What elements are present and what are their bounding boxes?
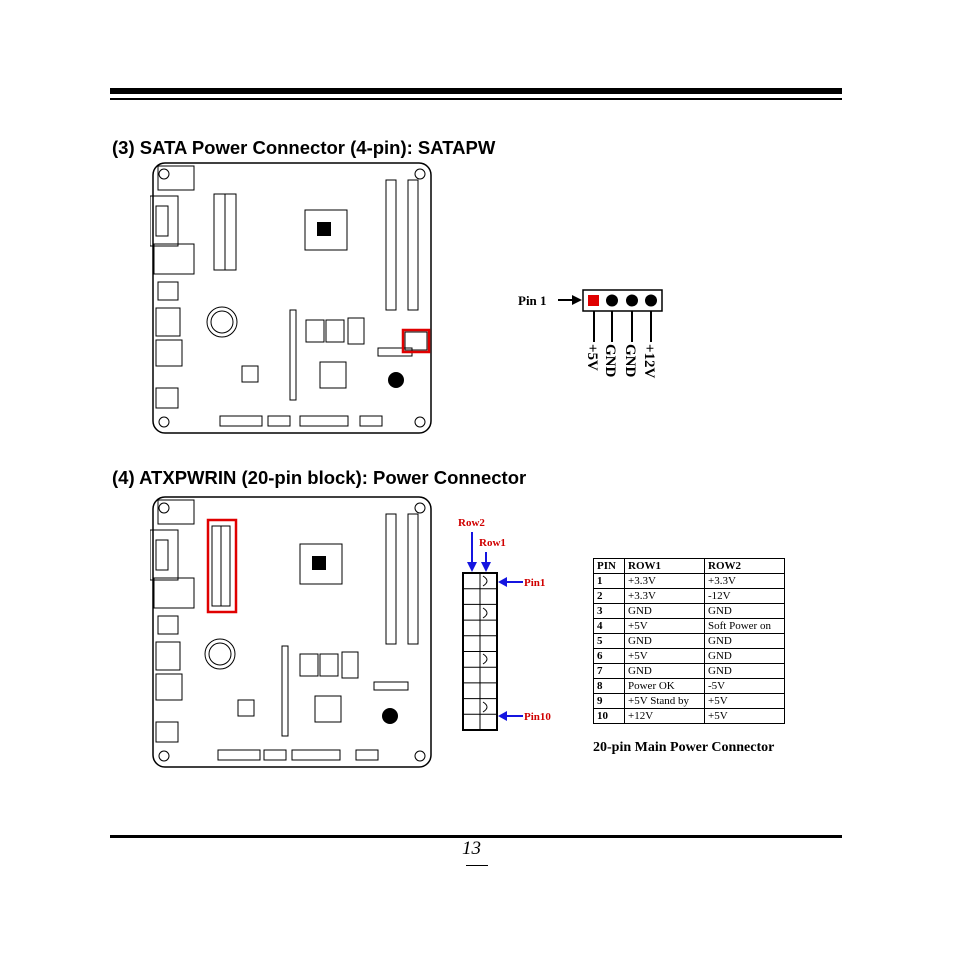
table-cell: Soft Power on (704, 618, 785, 634)
motherboard-diagram-atx (150, 496, 432, 768)
motherboard-diagram-sata (150, 162, 432, 434)
sata-pin1-label: Pin 1 (518, 293, 547, 308)
atx-table-caption: 20-pin Main Power Connector (593, 740, 775, 755)
sata-pin-label-3: GND (622, 344, 638, 378)
table-cell: +12V (624, 708, 705, 724)
table-cell: GND (624, 633, 705, 649)
row1-label: Row1 (479, 537, 506, 549)
sata-pin-label-2: GND (602, 344, 618, 378)
table-header-cell: PIN (593, 558, 625, 574)
table-row: 1+3.3V+3.3V (593, 573, 785, 589)
sata-pin-label-1: +5V (584, 344, 600, 371)
page-number-underline (466, 865, 488, 866)
table-cell: -12V (704, 588, 785, 604)
table-cell: Power OK (624, 678, 705, 694)
table-cell: GND (704, 648, 785, 664)
table-cell: +5V (704, 693, 785, 709)
table-cell: GND (624, 603, 705, 619)
table-header-row: PIN ROW1 ROW2 (593, 558, 785, 574)
sata-pin-diagram: Pin 1 +5V GND GND +12V (518, 289, 663, 379)
table-cell: +3.3V (624, 588, 705, 604)
pin1-label: Pin1 (524, 577, 545, 589)
footer-rule (110, 835, 842, 838)
table-cell: 8 (593, 678, 625, 694)
table-cell: +5V (624, 648, 705, 664)
header-rule-thick (110, 88, 842, 94)
table-cell: GND (704, 663, 785, 679)
sata-pin1-square (588, 295, 599, 306)
header-rule-thin (110, 98, 842, 100)
table-cell: 5 (593, 633, 625, 649)
table-cell: -5V (704, 678, 785, 694)
table-header-cell: ROW2 (704, 558, 785, 574)
table-cell: GND (704, 633, 785, 649)
page-number: 13 (462, 838, 481, 859)
table-cell: GND (704, 603, 785, 619)
atx-connector-diagram: Row2 Row1 Pin1 Pin10 (458, 517, 551, 731)
table-cell: 2 (593, 588, 625, 604)
table-cell: 7 (593, 663, 625, 679)
section-heading-atx-power: (4) ATXPWRIN (20-pin block): Power Conne… (112, 467, 527, 488)
connector-pin-grid (463, 575, 497, 715)
pin10-label: Pin10 (524, 711, 551, 723)
section-heading-sata-power: (3) SATA Power Connector (4-pin): SATAPW (112, 137, 496, 158)
sata-pin-label-4: +12V (641, 344, 657, 379)
table-cell: 10 (593, 708, 625, 724)
table-row: 9+5V Stand by+5V (593, 693, 785, 709)
table-cell: 9 (593, 693, 625, 709)
table-row: 10+12V+5V (593, 708, 785, 724)
table-cell: +5V (624, 618, 705, 634)
row2-label: Row2 (458, 517, 485, 529)
table-cell: +5V Stand by (624, 693, 705, 709)
table-cell: GND (624, 663, 705, 679)
table-cell: 6 (593, 648, 625, 664)
table-cell: 4 (593, 618, 625, 634)
table-cell: +3.3V (624, 573, 705, 589)
satapw-highlight-box (401, 328, 431, 354)
table-row: 2+3.3V-12V (593, 588, 785, 604)
table-cell: +3.3V (704, 573, 785, 589)
atxpwrin-highlight-box (206, 518, 238, 614)
table-cell: 1 (593, 573, 625, 589)
table-cell: +5V (704, 708, 785, 724)
table-cell: 3 (593, 603, 625, 619)
table-header-cell: ROW1 (624, 558, 705, 574)
